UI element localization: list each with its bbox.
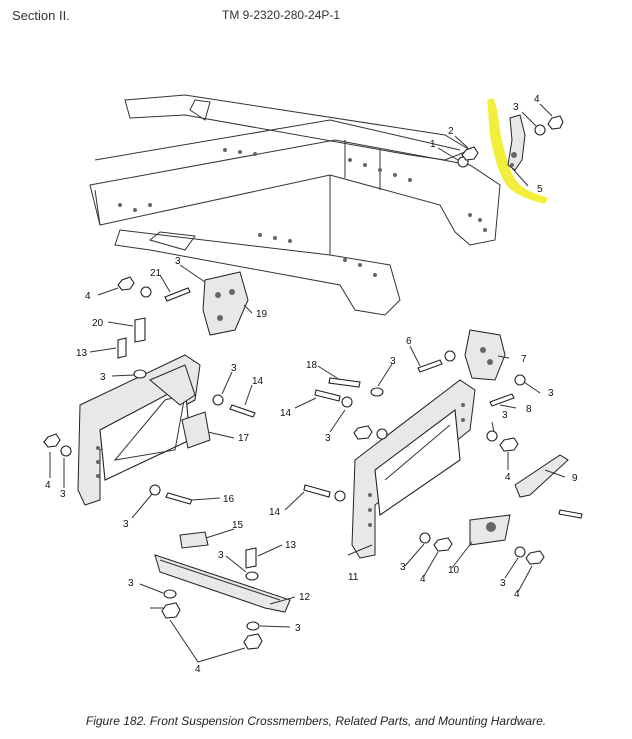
callout-3: 3 [548, 388, 554, 399]
callout-16: 16 [223, 494, 235, 505]
callout-18: 18 [306, 360, 318, 371]
callout-3: 3 [502, 410, 508, 421]
right-hardware [303, 350, 583, 565]
callout-21: 21 [150, 268, 162, 279]
highlight-marker [487, 98, 548, 204]
right-crossmember [351, 379, 476, 559]
bracket-5-hardware [457, 115, 564, 168]
callout-12: 12 [299, 592, 311, 603]
callout-4: 4 [534, 94, 540, 105]
callout-3: 3 [325, 433, 331, 444]
callout-6: 6 [406, 336, 412, 347]
callout-7: 7 [521, 354, 527, 365]
leader-lines [49, 103, 566, 663]
callout-17: 17 [238, 433, 250, 444]
left-hardware [43, 276, 263, 650]
callout-3: 3 [500, 578, 506, 589]
callout-13: 13 [285, 540, 297, 551]
bracket-15 [179, 531, 209, 549]
callout-20: 20 [92, 318, 104, 329]
callout-4: 4 [505, 472, 511, 483]
section-label: Section II. [12, 8, 70, 23]
figure-caption: Figure 182. Front Suspension Crossmember… [85, 714, 547, 728]
callout-1: 1 [430, 139, 436, 150]
bracket-19 [202, 271, 249, 336]
callout-14: 14 [252, 376, 264, 387]
callout-3: 3 [295, 623, 301, 634]
callout-8: 8 [526, 404, 532, 415]
callout-4: 4 [45, 480, 51, 491]
callout-4: 4 [420, 574, 426, 585]
callout-4: 4 [85, 291, 91, 302]
callout-9: 9 [572, 473, 578, 484]
callout-3: 3 [218, 550, 224, 561]
callout-14: 14 [280, 408, 292, 419]
callout-3: 3 [128, 578, 134, 589]
callout-2: 2 [448, 126, 454, 137]
callout-3: 3 [390, 356, 396, 367]
callout-3: 3 [231, 363, 237, 374]
callout-5: 5 [537, 184, 543, 195]
callout-3: 3 [175, 256, 181, 267]
callout-15: 15 [232, 520, 244, 531]
bracket-17 [181, 411, 211, 449]
callout-labels: 1 2 3 4 5 3 21 4 19 20 13 3 3 14 17 4 3 … [45, 94, 578, 675]
callout-14: 14 [269, 507, 281, 518]
callout-3: 3 [100, 372, 106, 383]
callout-19: 19 [256, 309, 268, 320]
callout-3: 3 [123, 519, 129, 530]
frame-rivet-holes [118, 148, 487, 277]
callout-11: 11 [348, 572, 359, 583]
callout-4: 4 [514, 589, 520, 600]
frame-rails [89, 94, 501, 316]
bracket-10 [469, 514, 511, 546]
callout-3: 3 [60, 489, 66, 500]
callout-13: 13 [76, 348, 88, 359]
left-crossmember [77, 354, 201, 506]
bracket-5 [507, 114, 526, 171]
bracket-9 [514, 454, 569, 498]
bracket-7 [464, 329, 506, 381]
callout-4: 4 [195, 664, 201, 675]
callout-3: 3 [513, 102, 519, 113]
callout-10: 10 [448, 565, 460, 576]
rail-12 [154, 554, 291, 613]
callout-3: 3 [400, 562, 406, 573]
tm-number: TM 9-2320-280-24P-1 [222, 8, 341, 22]
